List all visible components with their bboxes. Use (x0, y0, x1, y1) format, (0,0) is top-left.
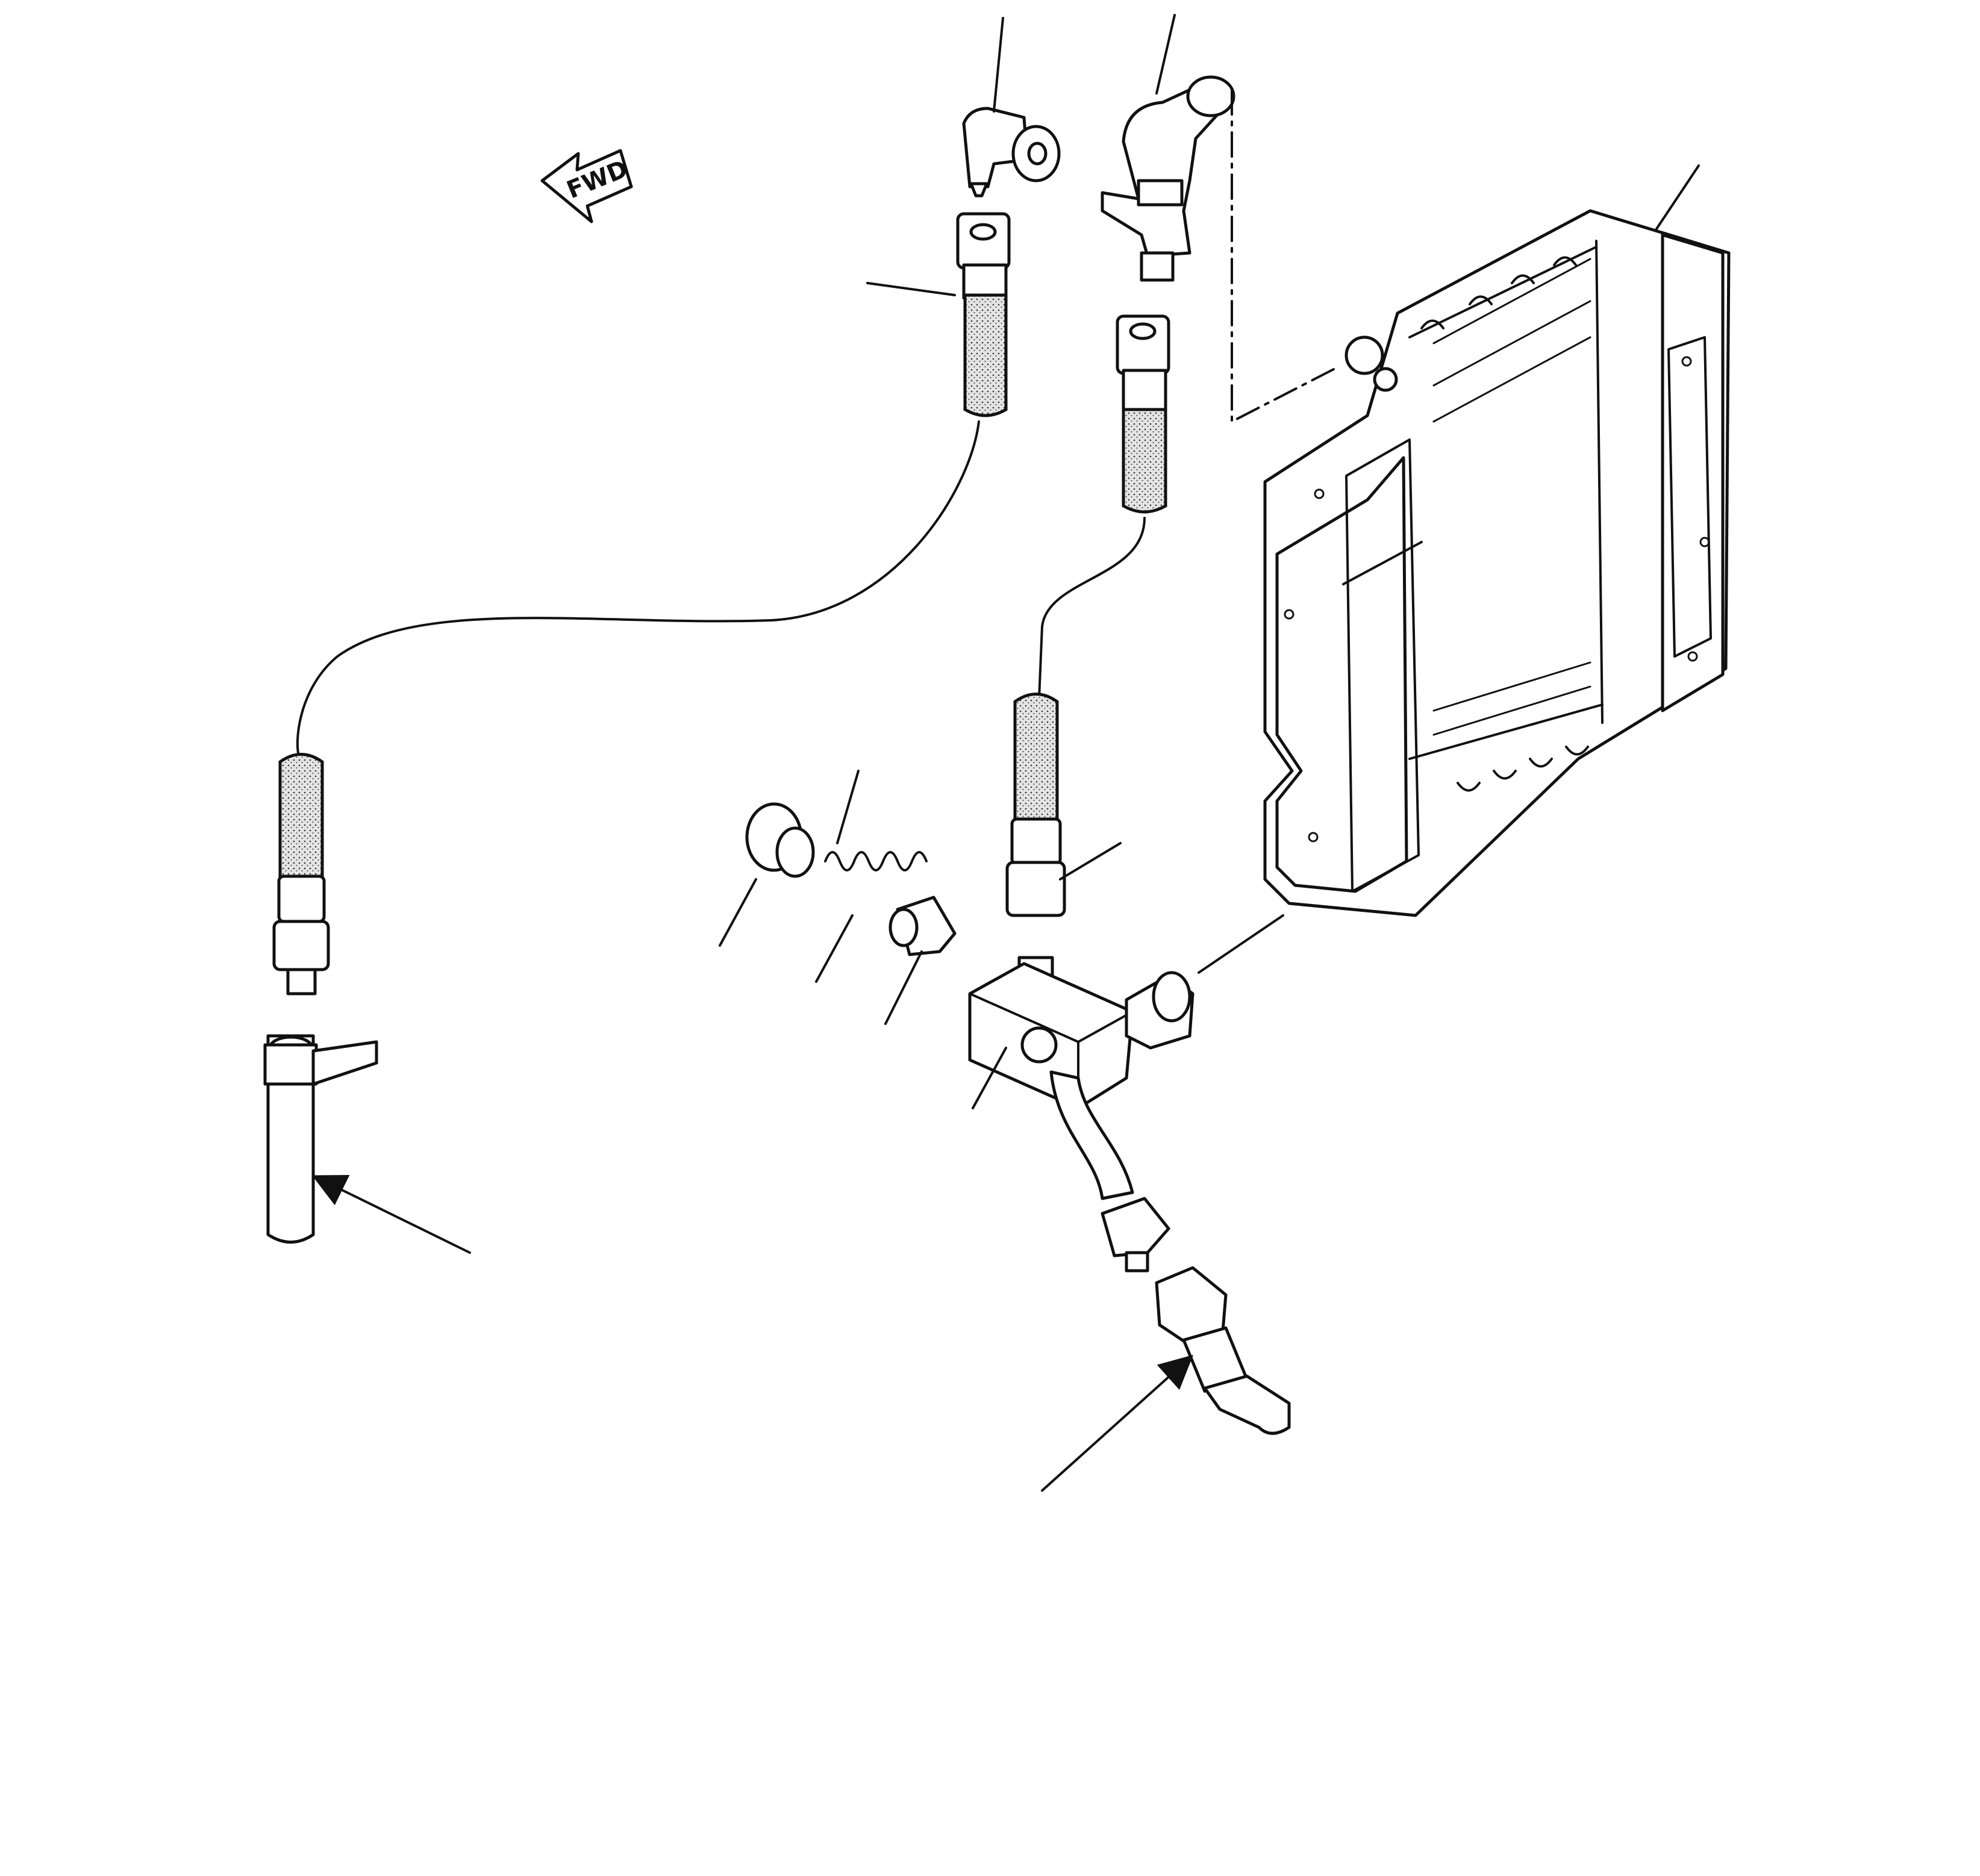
callout-leaders (311, 14, 1700, 1492)
connection-line-cooler (1231, 89, 1338, 423)
callout-leader-arrow-left (311, 1174, 471, 1254)
callout-leader-7 (815, 914, 854, 983)
callout-leader-arrow-lower (1041, 1354, 1193, 1492)
callout-leader-9 (1059, 842, 1122, 880)
callout-leader-6 (719, 878, 757, 947)
hose-assembly-center (1005, 693, 1066, 996)
callout-leader-10 (972, 1047, 1007, 1109)
callout-leader-2 (1155, 14, 1176, 95)
hose-assembly-left-lower (272, 753, 330, 996)
callout-leader-1 (993, 17, 1004, 113)
hose-curved-lower (1049, 1070, 1170, 1273)
connector-lower-right (1155, 1266, 1291, 1435)
elbow-fitting-left (962, 107, 1061, 198)
hose-fitting-upper-right (1116, 314, 1170, 514)
tube-center (1038, 517, 1146, 700)
valve-block (968, 962, 1195, 1110)
bracket-tube-left (263, 1034, 378, 1244)
callout-leader-11 (1198, 914, 1284, 974)
hose-fitting-upper-left (956, 212, 1011, 417)
callout-leader-8 (884, 950, 923, 1025)
check-valve-parts (745, 802, 957, 956)
callout-leader-3 (866, 282, 956, 296)
oil-cooler-assembly (1263, 209, 1731, 917)
elbow-fitting-right (1101, 75, 1235, 282)
fwd-arrow-icon: FWD (540, 149, 633, 223)
callout-leader-5 (836, 770, 860, 844)
tube-left (296, 420, 980, 754)
callout-leader-4 (1655, 164, 1700, 230)
